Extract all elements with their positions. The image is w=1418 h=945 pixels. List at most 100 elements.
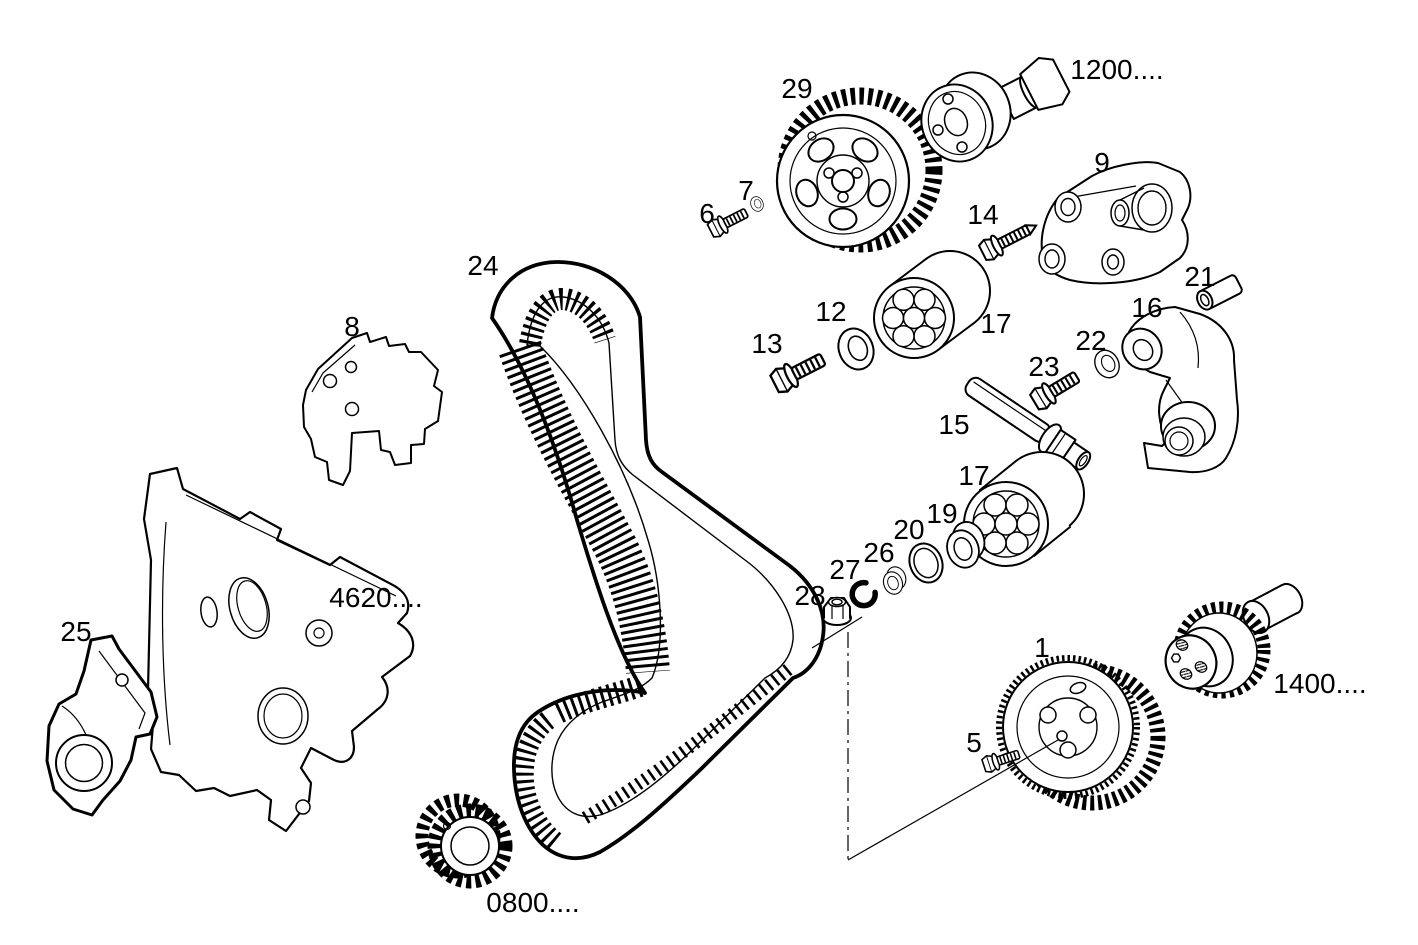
pulley-29-hub-hole <box>823 167 835 179</box>
tensioner-16-inner-contour <box>1179 311 1200 369</box>
tensioner-16-boss-bore <box>1164 426 1194 456</box>
pulley-29-window <box>807 137 835 163</box>
timing-belt <box>490 260 826 861</box>
spacer-26 <box>878 563 911 598</box>
cover-25-inner-contour <box>98 650 146 730</box>
part-label-4620: 4620.... <box>329 582 422 613</box>
part-label-26: 26 <box>863 537 894 568</box>
idler-17l-edge <box>1033 526 1071 557</box>
bracket-9-stub-edge <box>1119 225 1145 231</box>
belt-outer-outline <box>490 260 826 861</box>
idler-17l-ball <box>1005 531 1029 555</box>
pulley-29-window <box>828 207 858 231</box>
crank-gear-0800 <box>415 793 513 889</box>
cover-4620-boss <box>305 619 333 647</box>
cover-4620-hole <box>295 799 311 815</box>
stud-15 <box>964 376 1092 471</box>
pulley-29-hub <box>816 154 870 208</box>
bracket-8-hole <box>344 401 360 417</box>
axis-line <box>847 739 1059 861</box>
circlip-27-end <box>864 581 868 585</box>
gear-1-face <box>1002 661 1134 793</box>
gear-1-hole <box>1039 706 1057 724</box>
idler-17u-ball <box>913 288 936 312</box>
part-label-25: 25 <box>60 616 91 647</box>
belt-teeth-bottom-run <box>581 662 795 824</box>
leader-line <box>811 616 863 649</box>
construction-lines <box>811 616 1059 861</box>
washer-20 <box>908 542 944 584</box>
cam-1200-flange-hole <box>942 93 954 105</box>
idler-17u-ball <box>913 324 936 348</box>
cover-4620-slot <box>200 596 218 628</box>
idler-17l-ball <box>983 531 1007 555</box>
pulley-29-pin-hole <box>807 131 817 141</box>
part-label-6: 6 <box>699 198 715 229</box>
circlip-27 <box>849 579 878 609</box>
idler-17u-ball <box>892 288 915 312</box>
assy-1400-stub-edge <box>1247 584 1283 604</box>
pulley-29-window <box>851 137 879 163</box>
idler-17l-ball <box>1016 512 1040 536</box>
gear-1-hole <box>1079 706 1097 724</box>
part-label-17b: 17 <box>958 460 989 491</box>
pulley-29-hub-hole <box>851 167 863 179</box>
assy-1400-threaded-hole <box>1179 668 1193 680</box>
stud-15-hex-line <box>1050 432 1067 456</box>
gear-1-teeth-front <box>996 655 1140 799</box>
part-label-1: 1 <box>1034 632 1050 663</box>
gear-1-slot <box>1069 681 1087 695</box>
idler-17u-ball <box>881 306 905 330</box>
bracket-9-stub-bore <box>1114 204 1126 222</box>
cam-1200-flange-hole <box>932 124 944 136</box>
bracket-9-stub-edge <box>1119 187 1145 201</box>
stud-15-shaft-line <box>973 381 1049 433</box>
cam-1200-end-block <box>1019 56 1071 111</box>
tensioner-16 <box>1121 306 1239 474</box>
idler-17l-ball-center <box>994 512 1018 536</box>
part-label-28: 28 <box>794 580 825 611</box>
bracket-9-boss <box>1038 243 1066 275</box>
cover-4620-oval-hole <box>228 576 270 640</box>
cam-1200-flange-hole <box>956 141 968 153</box>
belt-teeth-fold <box>551 675 644 724</box>
part-label-20: 20 <box>893 514 924 545</box>
part-label-8: 8 <box>344 311 360 342</box>
gear-0800-teeth-front <box>427 803 513 889</box>
cover-25-hole <box>115 673 129 687</box>
cover-4620-oval-hole-rim <box>236 580 268 632</box>
gear-1-rim-ring <box>1016 675 1120 779</box>
pulley-29-rim-ring <box>789 127 897 235</box>
part-label-1200: 1200.... <box>1070 54 1163 85</box>
part-label-27: 27 <box>829 554 860 585</box>
pulley-29-window <box>867 178 891 208</box>
cover-25-hub-bore <box>64 743 104 783</box>
bracket-9-boss-bore <box>1060 197 1076 217</box>
gear-0800-notch <box>442 821 452 831</box>
pin-21 <box>1196 274 1243 311</box>
pulley-29-bore <box>831 169 855 193</box>
cover-4620-inner-contour <box>185 494 397 597</box>
part-label-13: 13 <box>751 328 782 359</box>
idler-17u-ball-center <box>902 306 926 330</box>
idler-17l-edge <box>979 460 1017 491</box>
belt-teeth-top-arch <box>519 288 616 347</box>
idler-17u-ball <box>892 324 915 348</box>
cam-assembly-1200 <box>920 56 1071 163</box>
bracket-9-boss <box>1054 191 1082 223</box>
bracket-8-outline <box>302 332 443 486</box>
cam-1200-flange-rim <box>927 90 987 156</box>
tensioner-16-eye-bore <box>1132 338 1154 362</box>
cover-25 <box>45 634 159 817</box>
gear-assembly-1400 <box>1164 582 1304 699</box>
cover-4620-inner-contour <box>161 521 171 746</box>
part-label-16: 16 <box>1131 292 1162 323</box>
assy-1400-hex-hole <box>1170 653 1182 663</box>
cam-1200-flange-bore <box>943 107 969 137</box>
tensioner-16-boss-bore-inner <box>1169 431 1189 451</box>
gear-1-bore <box>1056 730 1068 742</box>
washer-20-inner <box>913 547 939 579</box>
part-label-19: 19 <box>926 498 957 529</box>
bracket-9-center-ring-inner <box>1137 190 1167 226</box>
